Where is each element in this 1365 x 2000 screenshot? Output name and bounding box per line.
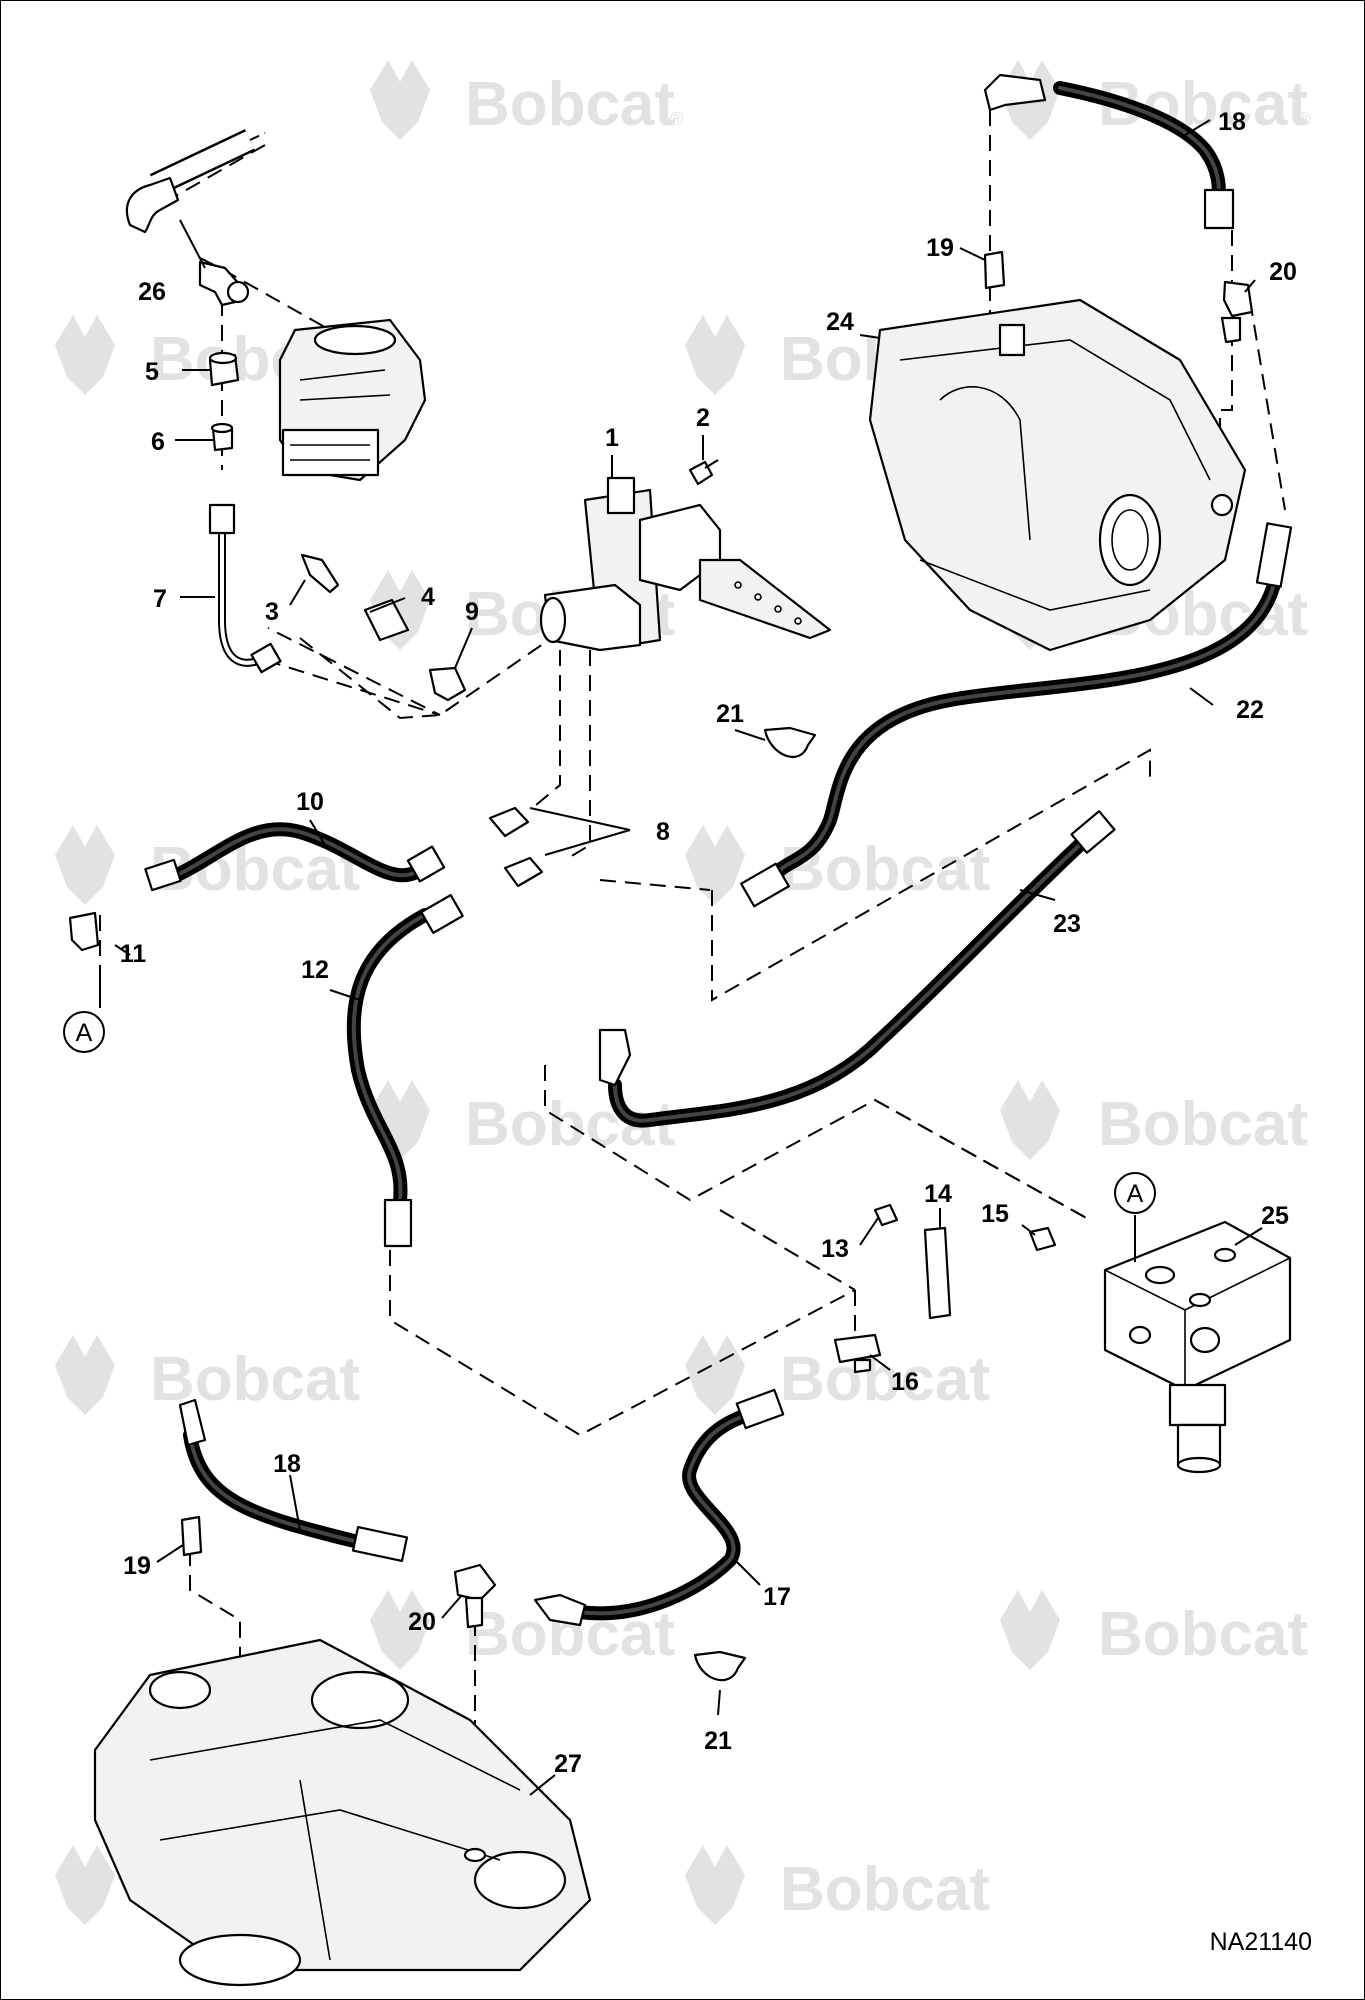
watermark-registered-mark: ® bbox=[670, 109, 683, 129]
callout-24: 24 bbox=[826, 308, 854, 336]
part-3-sensor bbox=[300, 553, 340, 594]
callout-12: 12 bbox=[301, 956, 329, 984]
part-21-clamp-top bbox=[763, 726, 817, 758]
hose-22 bbox=[740, 522, 1293, 908]
callout-15: 15 bbox=[981, 1200, 1009, 1228]
callout-18-bottom: 18 bbox=[273, 1450, 301, 1478]
part-6-plug bbox=[210, 422, 234, 452]
hoses bbox=[144, 73, 1293, 1627]
callout-20-bottom: 20 bbox=[408, 1608, 436, 1636]
callout-26: 26 bbox=[138, 278, 166, 306]
part-25-valve-block bbox=[1103, 1220, 1292, 1474]
watermark-text: Bobcat bbox=[1098, 1090, 1308, 1159]
callout-19-bottom: 19 bbox=[123, 1552, 151, 1580]
hydraulic-motor bbox=[278, 318, 427, 482]
bobcat-logo-icon bbox=[55, 825, 115, 905]
part-19-fitting-top bbox=[983, 250, 1006, 290]
part-20-tee-top bbox=[1220, 280, 1254, 344]
hose-10 bbox=[144, 822, 446, 892]
callout-8: 8 bbox=[656, 818, 670, 846]
callout-3: 3 bbox=[265, 598, 279, 626]
part-26-tee bbox=[198, 260, 250, 307]
part-9-elbow bbox=[428, 666, 467, 702]
part-14-bracket bbox=[923, 1226, 952, 1320]
callout-18-top: 18 bbox=[1218, 108, 1246, 136]
part-16-tee bbox=[833, 1333, 882, 1374]
watermark-text: Bobcat bbox=[780, 1855, 990, 1924]
tube-7 bbox=[208, 503, 282, 674]
callout-labels: 1 2 3 4 5 6 7 8 9 10 11 12 13 14 15 16 1… bbox=[120, 108, 1297, 1778]
part-11-elbow bbox=[68, 911, 100, 952]
callout-13: 13 bbox=[821, 1235, 849, 1263]
callout-7: 7 bbox=[153, 585, 167, 613]
hose-17 bbox=[533, 1388, 785, 1627]
callout-4: 4 bbox=[421, 583, 435, 611]
part-1-valve-assembly bbox=[539, 476, 832, 652]
part-24-drive-motor bbox=[868, 298, 1247, 652]
callout-10: 10 bbox=[296, 788, 324, 816]
drawing-code: NA21140 bbox=[1210, 1928, 1312, 1956]
part-19-fitting-bottom bbox=[180, 1515, 203, 1557]
reference-a-right: A bbox=[1114, 1172, 1156, 1214]
callout-21-top: 21 bbox=[716, 700, 744, 728]
hose-12 bbox=[346, 894, 464, 1248]
callout-17: 17 bbox=[763, 1583, 791, 1611]
callout-2: 2 bbox=[696, 404, 710, 432]
callout-20-top: 20 bbox=[1269, 258, 1297, 286]
reference-a-left: A bbox=[63, 1011, 105, 1053]
bobcat-logo-icon bbox=[685, 825, 745, 905]
watermark-text: Bobcat bbox=[780, 1345, 990, 1414]
callout-14: 14 bbox=[924, 1180, 952, 1208]
callout-23: 23 bbox=[1053, 910, 1081, 938]
part-20-tee-bottom bbox=[453, 1563, 497, 1629]
part-5-cap bbox=[208, 351, 240, 387]
hose-18-bottom bbox=[178, 1398, 409, 1563]
hose-18-top bbox=[983, 73, 1235, 230]
bobcat-logo-icon bbox=[685, 315, 745, 395]
part-27-drive-motor bbox=[93, 1638, 592, 1987]
watermark-text: Bobcat bbox=[1098, 1600, 1308, 1669]
callout-11: 11 bbox=[120, 940, 147, 968]
callout-1: 1 bbox=[605, 424, 619, 452]
callout-5: 5 bbox=[145, 358, 159, 386]
part-21-clamp-bottom bbox=[693, 1650, 747, 1682]
hose-top-left-stub bbox=[125, 129, 266, 234]
callout-16: 16 bbox=[891, 1368, 919, 1396]
bobcat-logo-icon bbox=[55, 315, 115, 395]
bobcat-logo-icon bbox=[1000, 1080, 1060, 1160]
callout-22: 22 bbox=[1236, 696, 1264, 724]
watermark-registered-mark: ® bbox=[1298, 109, 1311, 129]
hose-23 bbox=[598, 810, 1116, 1128]
callout-25: 25 bbox=[1261, 1202, 1289, 1230]
part-8-fittings bbox=[488, 806, 544, 888]
leader-lines bbox=[99, 119, 1263, 1796]
bobcat-logo-icon bbox=[55, 1845, 115, 1925]
bobcat-logo-icon bbox=[685, 1845, 745, 1925]
routing-lines bbox=[99, 110, 1286, 1855]
part-13-bolt bbox=[873, 1203, 899, 1227]
callout-19-top: 19 bbox=[926, 234, 954, 262]
callout-6: 6 bbox=[151, 428, 165, 456]
bobcat-logo-icon bbox=[55, 1335, 115, 1415]
reference-a-right-label: A bbox=[1127, 1180, 1144, 1208]
watermark-text: Bobcat bbox=[465, 70, 675, 139]
bobcat-logo-icon bbox=[370, 1590, 430, 1670]
callout-27: 27 bbox=[554, 1750, 582, 1778]
bobcat-logo-icon bbox=[370, 60, 430, 140]
callout-21-bottom: 21 bbox=[704, 1727, 732, 1755]
bobcat-logo-icon bbox=[1000, 1590, 1060, 1670]
callout-9: 9 bbox=[465, 598, 479, 626]
part-15-nut bbox=[1028, 1226, 1057, 1252]
reference-a-left-label: A bbox=[76, 1019, 93, 1047]
part-2-bolt bbox=[688, 459, 719, 486]
